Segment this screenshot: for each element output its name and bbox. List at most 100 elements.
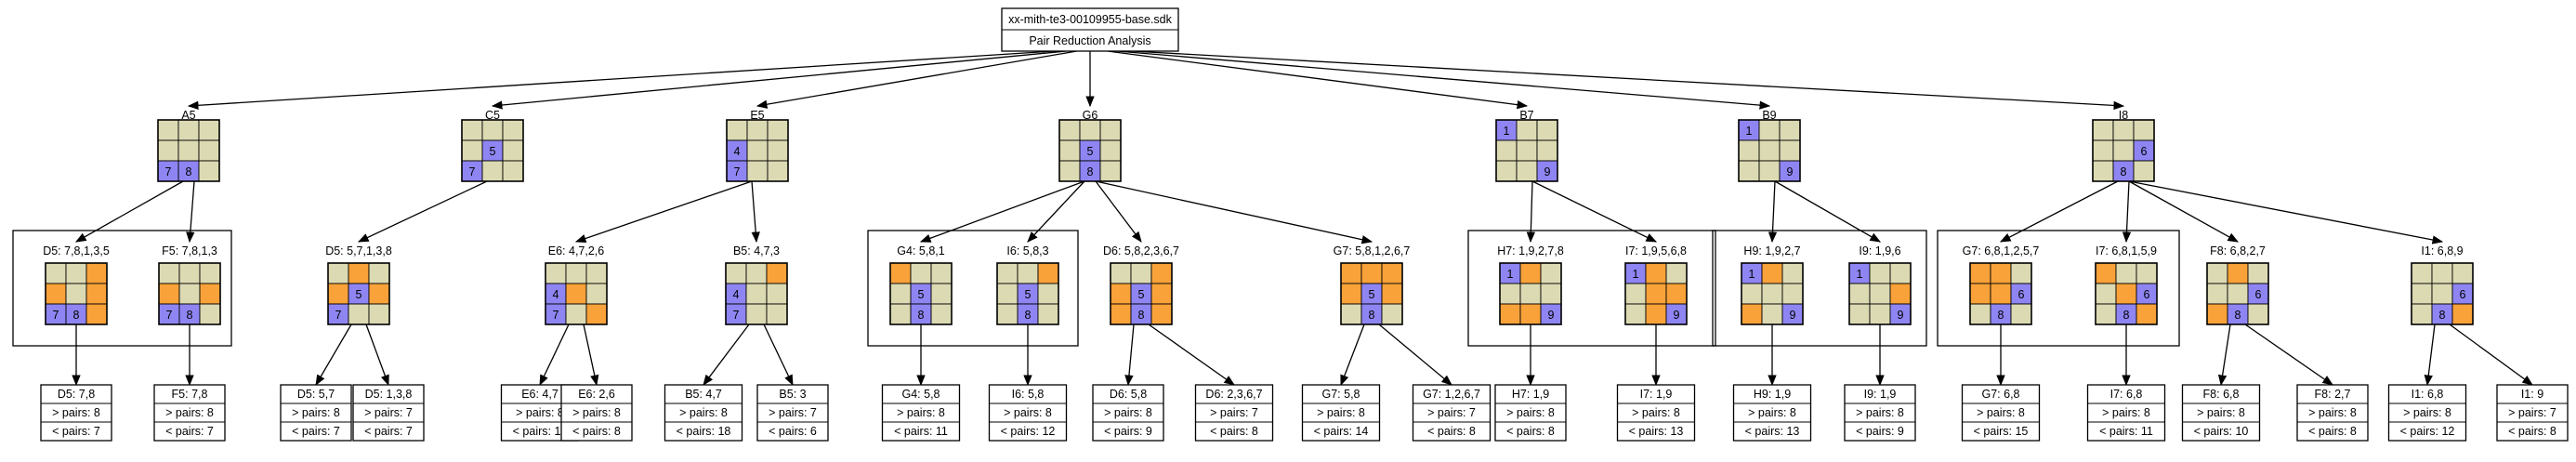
group-g6-child-4-edge — [1095, 180, 1373, 244]
group-b9-grid: 19 — [1738, 119, 1801, 182]
group-g6-child-4-leaf-1: G7: 5,8> pairs: 8< pairs: 14 — [1301, 384, 1381, 442]
edge-root-e5 — [756, 50, 1077, 109]
group-g6-grid: 58 — [1058, 119, 1122, 182]
cell-digit: 7 — [733, 309, 740, 322]
grid-cell — [1058, 119, 1081, 141]
cell-digit: 9 — [1790, 309, 1796, 322]
group-g6-child-1: G4: 5,8,158 — [889, 244, 953, 325]
grid-cell — [766, 303, 788, 325]
leaf-pairs-gt: > pairs: 7 — [364, 406, 413, 419]
group-b7-cluster — [1467, 230, 1716, 347]
cell-digit: 7 — [335, 309, 342, 322]
group-i8-child-2-grid: 68 — [2095, 262, 2158, 325]
grid-cell — [930, 283, 953, 305]
leaf-pairs-gt: > pairs: 8 — [1317, 406, 1365, 419]
cell-digit: 8 — [1138, 309, 1145, 322]
group-b9-child-2-label: I9: 1,9,6 — [1859, 244, 1900, 257]
cell-digit: 8 — [1369, 309, 1375, 322]
group-a5-label: A5 — [181, 109, 195, 122]
group-a5-child-1-label: D5: 7,8,1,3,5 — [43, 244, 110, 257]
cell-digit: 8 — [1025, 309, 1032, 322]
grid-cell — [1110, 262, 1132, 284]
leaf-pairs-gt: > pairs: 8 — [1004, 406, 1052, 419]
grid-cell — [368, 262, 390, 284]
group-i8-child-4-leaf-2: I1: 9> pairs: 7< pairs: 8 — [2496, 384, 2569, 442]
group-i8-child-3-label: F8: 6,8,2,7 — [2210, 244, 2266, 257]
leaf-title: D5: 5,7 — [297, 388, 335, 401]
group-e5-child-2-leaf-edge-2 — [763, 323, 794, 387]
grid-cell — [585, 303, 608, 325]
grid-cell — [1037, 262, 1059, 284]
group-g6-child-4-label: G7: 5,8,1,2,6,7 — [1334, 244, 1411, 257]
group-e5-child-1-label: E6: 4,7,2,6 — [548, 244, 605, 257]
leaf-box — [40, 384, 112, 442]
grid-cell — [1758, 160, 1781, 182]
group-g6-child-4-grid: 58 — [1340, 262, 1403, 325]
grid-cell — [889, 283, 912, 305]
leaf-title: I1: 9 — [2521, 388, 2543, 401]
grid-cell — [1761, 262, 1783, 284]
leaf-box — [988, 384, 1068, 442]
grid-cell — [2133, 119, 2155, 141]
grid-cell — [1536, 119, 1558, 141]
leaf-pairs-lt: < pairs: 9 — [1856, 425, 1904, 438]
grid-cell — [327, 283, 349, 305]
cell-digit: 5 — [1138, 288, 1145, 301]
grid-cell — [745, 303, 768, 325]
cell-digit: 1 — [1857, 268, 1863, 281]
cell-digit: 7 — [553, 309, 559, 322]
leaf-box — [2086, 384, 2166, 442]
leaf-pairs-gt: > pairs: 8 — [516, 406, 564, 419]
grid-cell — [1017, 262, 1039, 284]
grid-cell — [1540, 283, 1562, 305]
cell-digit: 8 — [2123, 309, 2130, 322]
grid-cell — [2136, 303, 2158, 325]
grid-cell — [1869, 262, 1891, 284]
grid-cell — [1099, 160, 1122, 182]
grid-cell — [2010, 303, 2032, 325]
grid-border — [1499, 262, 1562, 325]
leaf-title: D6: 5,8 — [1110, 388, 1147, 401]
group-i8-child-2: I7: 6,8,1,5,968 — [2095, 244, 2158, 325]
group-i8-child-3-leaf-2: F8: 2,7> pairs: 8< pairs: 8 — [2296, 384, 2369, 442]
cell-digit: 5 — [1025, 288, 1032, 301]
grid-cell — [1645, 303, 1667, 325]
leaf-pairs-gt: > pairs: 8 — [1748, 406, 1796, 419]
group-b7-child-2-label: I7: 1,9,5,6,8 — [1625, 244, 1687, 257]
grid-border — [1848, 262, 1912, 325]
grid-cell — [1645, 262, 1667, 284]
grid-border — [996, 262, 1059, 325]
leaf-box — [2296, 384, 2369, 442]
grid-cell — [1761, 283, 1783, 305]
grid-cell — [1381, 283, 1403, 305]
cell-digit: 8 — [187, 309, 193, 322]
grid-cell — [177, 119, 200, 141]
grid-cell — [1848, 283, 1871, 305]
group-g6-child-2-leaf: I6: 5,8> pairs: 8< pairs: 12 — [988, 384, 1068, 442]
group-c5-child-1-leaf-edge-1 — [315, 323, 352, 387]
grid-cell — [158, 262, 180, 284]
leaf-pairs-gt: > pairs: 7 — [1210, 406, 1258, 419]
leaf-title: G7: 5,8 — [1322, 388, 1360, 401]
grid-border — [726, 119, 789, 182]
grid-cell — [725, 262, 747, 284]
leaf-pairs-gt: > pairs: 8 — [165, 406, 214, 419]
grid-cell — [1969, 303, 1991, 325]
group-i8-child-4-label: I1: 6,8,9 — [2421, 244, 2463, 257]
grid-cell — [2451, 262, 2474, 284]
leaf-title: F8: 2,7 — [2315, 388, 2351, 401]
leaf-title: G7: 6,8 — [1982, 388, 2020, 401]
grid-cell — [996, 303, 1019, 325]
group-g6-child-2: I6: 5,8,358 — [996, 244, 1059, 325]
group-i8-child-1-label: G7: 6,8,1,2,5,7 — [1963, 244, 2040, 257]
grid-cell — [2095, 303, 2117, 325]
grid-cell — [2227, 283, 2249, 305]
edge-root-b9 — [1117, 50, 1771, 110]
group-b9-label: B9 — [1762, 109, 1776, 122]
grid-cell — [766, 283, 788, 305]
grid-cell — [1738, 160, 1760, 182]
leaf-title: I7: 6,8 — [2110, 388, 2143, 401]
